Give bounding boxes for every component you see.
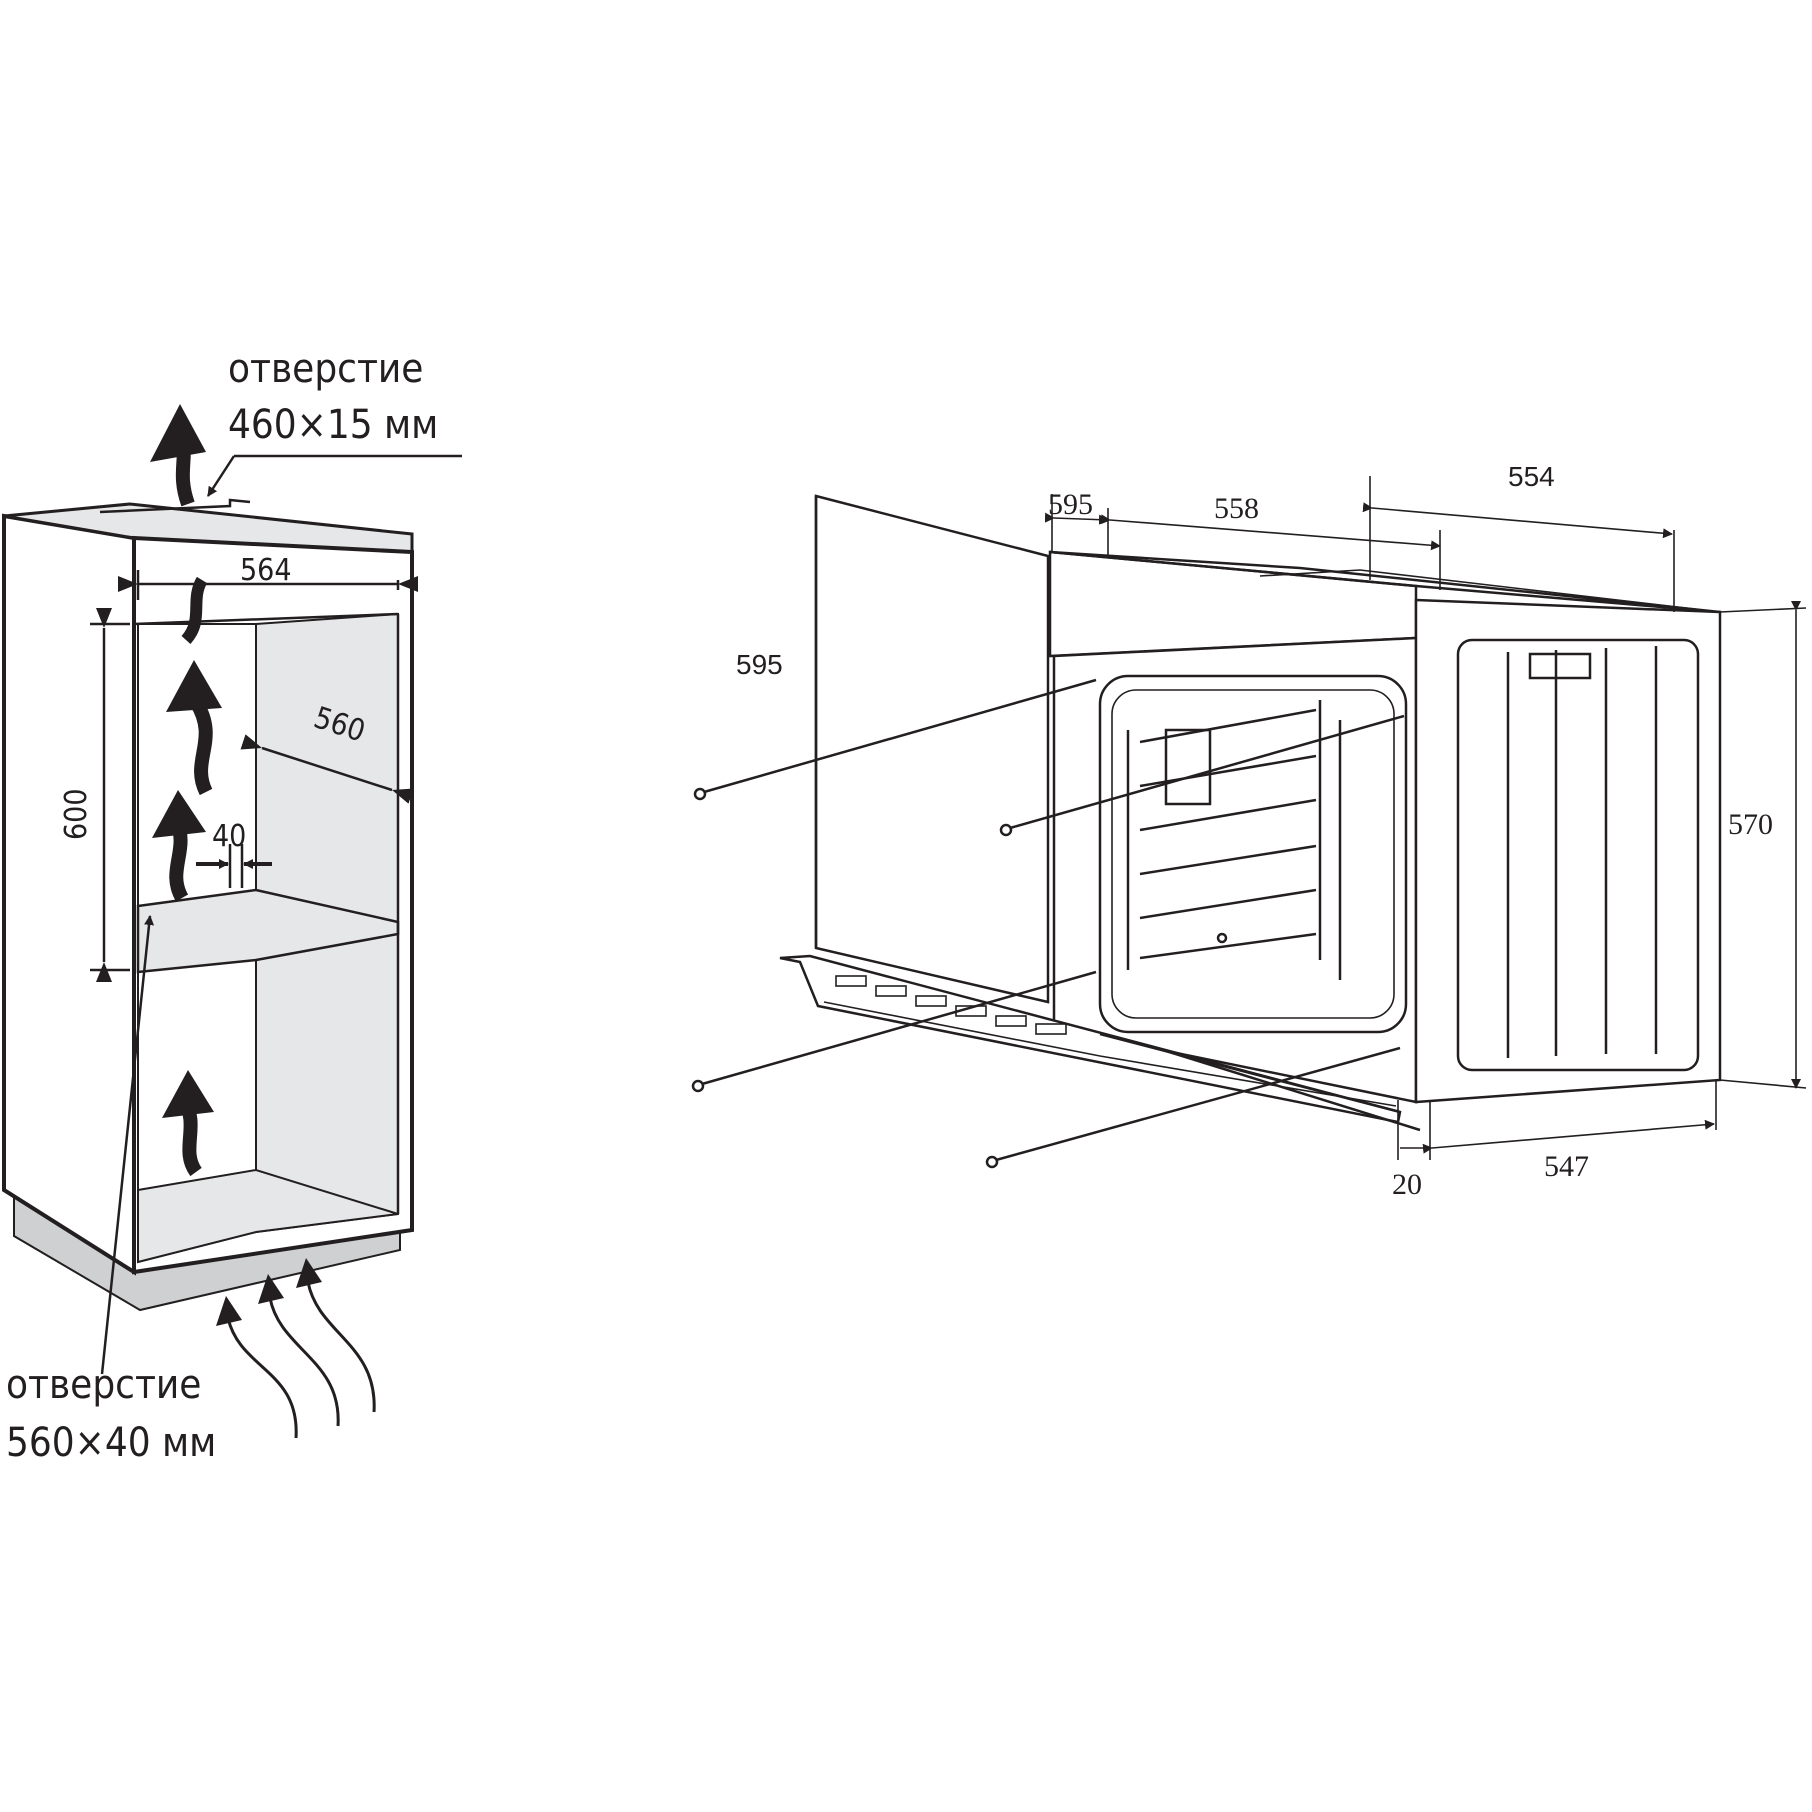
- bottom-opening-line1: отверстие: [6, 1362, 201, 1408]
- screw-leaders: [691, 678, 1405, 1169]
- oven-depth-bottom-label: 547: [1544, 1150, 1589, 1183]
- cabinet-height-label: 600: [59, 788, 94, 840]
- cabinet-gap-label: 40: [212, 819, 246, 854]
- cabinet-drawing: 564 600 560 40: [2, 346, 462, 1466]
- bottom-opening-line2: 560×40 мм: [6, 1420, 216, 1466]
- oven-side-height-label: 570: [1728, 808, 1773, 841]
- top-opening-line2: 460×15 мм: [228, 402, 438, 448]
- oven-depth-top-label: 554: [1508, 461, 1555, 492]
- oven-top-inner-label: 558: [1214, 492, 1259, 525]
- oven-top-front-label: 595: [1048, 488, 1093, 521]
- cabinet-left-side: [2, 513, 136, 1276]
- oven-cavity: [1098, 674, 1408, 1034]
- oven-racks: [1126, 700, 1342, 980]
- oven-drawing: 595 595 558 554 570 20 547: [691, 461, 1807, 1201]
- door-vents: [835, 975, 1067, 1035]
- cabinet-top: [3, 502, 414, 554]
- oven-dimensions: [814, 476, 1807, 1160]
- oven-side: [1414, 598, 1722, 1104]
- airflow-arrows: [150, 404, 376, 1439]
- top-opening-line1: отверстие: [228, 346, 423, 392]
- cabinet-width-label: 564: [240, 553, 292, 588]
- cabinet-floor: [137, 1168, 399, 1264]
- oven-front-height-label: 595: [736, 649, 783, 680]
- oven-door-thickness-label: 20: [1392, 1168, 1422, 1201]
